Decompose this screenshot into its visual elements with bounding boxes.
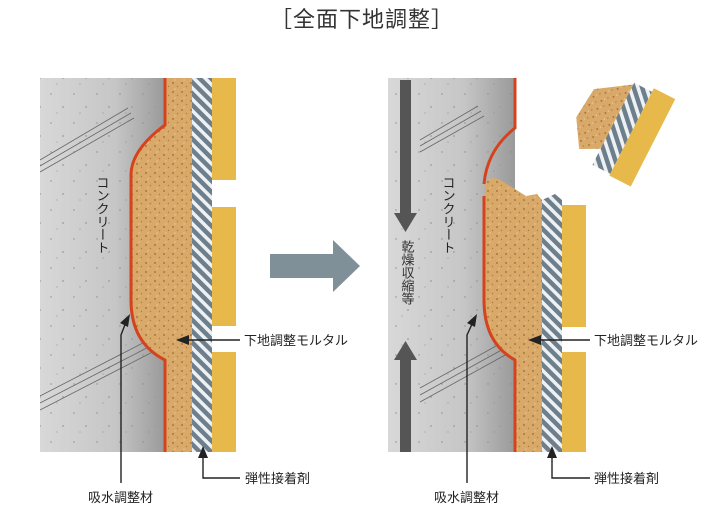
- left-absorb-layer: [129, 78, 167, 452]
- shrink-arrow-up-head: [394, 341, 417, 360]
- shrink-arrow-down-head: [394, 213, 417, 232]
- transition-arrow: [270, 240, 360, 292]
- right-diagram: 乾燥収縮等 コンクリート 下地調整モルタル 吸水調整材 弾性接着剤: [388, 78, 698, 506]
- left-mortar-arrowhead: [176, 335, 189, 345]
- left-adhesive-label: 弾性接着剤: [245, 471, 310, 487]
- right-mortar-label: 下地調整モルタル: [594, 334, 698, 349]
- left-adhesive-arrowhead: [198, 446, 208, 458]
- left-mortar-label: 下地調整モルタル: [244, 334, 348, 349]
- right-adhesive: [542, 194, 562, 452]
- left-tile: [212, 352, 236, 452]
- right-concrete-label: コンクリート: [440, 176, 455, 254]
- right-tile: [562, 205, 586, 327]
- detached-tile-piece: [576, 82, 676, 187]
- right-adhesive-label: 弾性接着剤: [594, 471, 659, 487]
- right-mortar-arrowhead: [528, 335, 541, 345]
- right-absorb-layer: [482, 78, 517, 185]
- left-concrete-label: コンクリート: [94, 176, 109, 254]
- left-tile: [212, 78, 236, 180]
- shrink-label: 乾燥収縮等: [399, 240, 415, 305]
- right-adhesive-arrowhead: [547, 446, 557, 458]
- diagram-title: ［全面下地調整］: [269, 8, 454, 33]
- right-mortar: [483, 178, 542, 453]
- shrink-arrow-low-shaft: [400, 358, 411, 452]
- left-mortar: [131, 78, 192, 452]
- right-absorb-arrowhead: [467, 314, 477, 327]
- left-tile: [212, 207, 236, 326]
- left-absorb-label: 吸水調整材: [88, 491, 153, 506]
- left-diagram: コンクリート 下地調整モルタル 吸水調整材 弾性接着剤: [39, 78, 348, 506]
- left-adhesive: [192, 78, 212, 452]
- right-concrete-texture-lines: [419, 105, 517, 403]
- right-tile: [562, 352, 586, 452]
- left-absorb-arrowhead: [120, 314, 130, 327]
- shrink-arrow-up-shaft: [400, 80, 411, 215]
- right-absorb-label: 吸水調整材: [434, 491, 499, 506]
